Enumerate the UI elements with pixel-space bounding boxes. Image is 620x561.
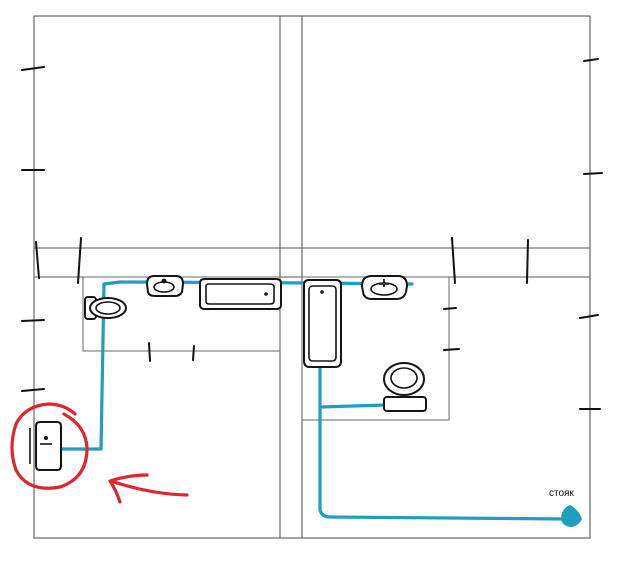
arrow-head [108,473,149,504]
toilet-right [383,362,427,412]
toilet-left [84,296,127,320]
arrow-shaft [109,479,189,497]
riser-icon [561,505,582,527]
sink-right [361,275,408,300]
arrow-icon [108,473,189,504]
washbasin-highlighted [10,402,89,490]
bathtub-right [303,279,342,368]
riser-label: стояк [549,488,574,499]
bathtub-left [199,278,282,310]
sink-left [146,275,184,297]
washbasin-icon [29,421,62,471]
toilet-icon [84,296,127,320]
sink-icon [361,275,408,300]
sink-icon [146,275,184,297]
riser: стояк [549,488,582,527]
bathtub-icon [303,279,342,368]
pipe-toilet-branch [318,403,387,409]
pipe-main-line [318,360,570,521]
tick-marks [21,58,603,410]
toilet-icon [383,362,427,412]
bathtub-icon [199,278,282,310]
highlight-circle [10,402,89,490]
